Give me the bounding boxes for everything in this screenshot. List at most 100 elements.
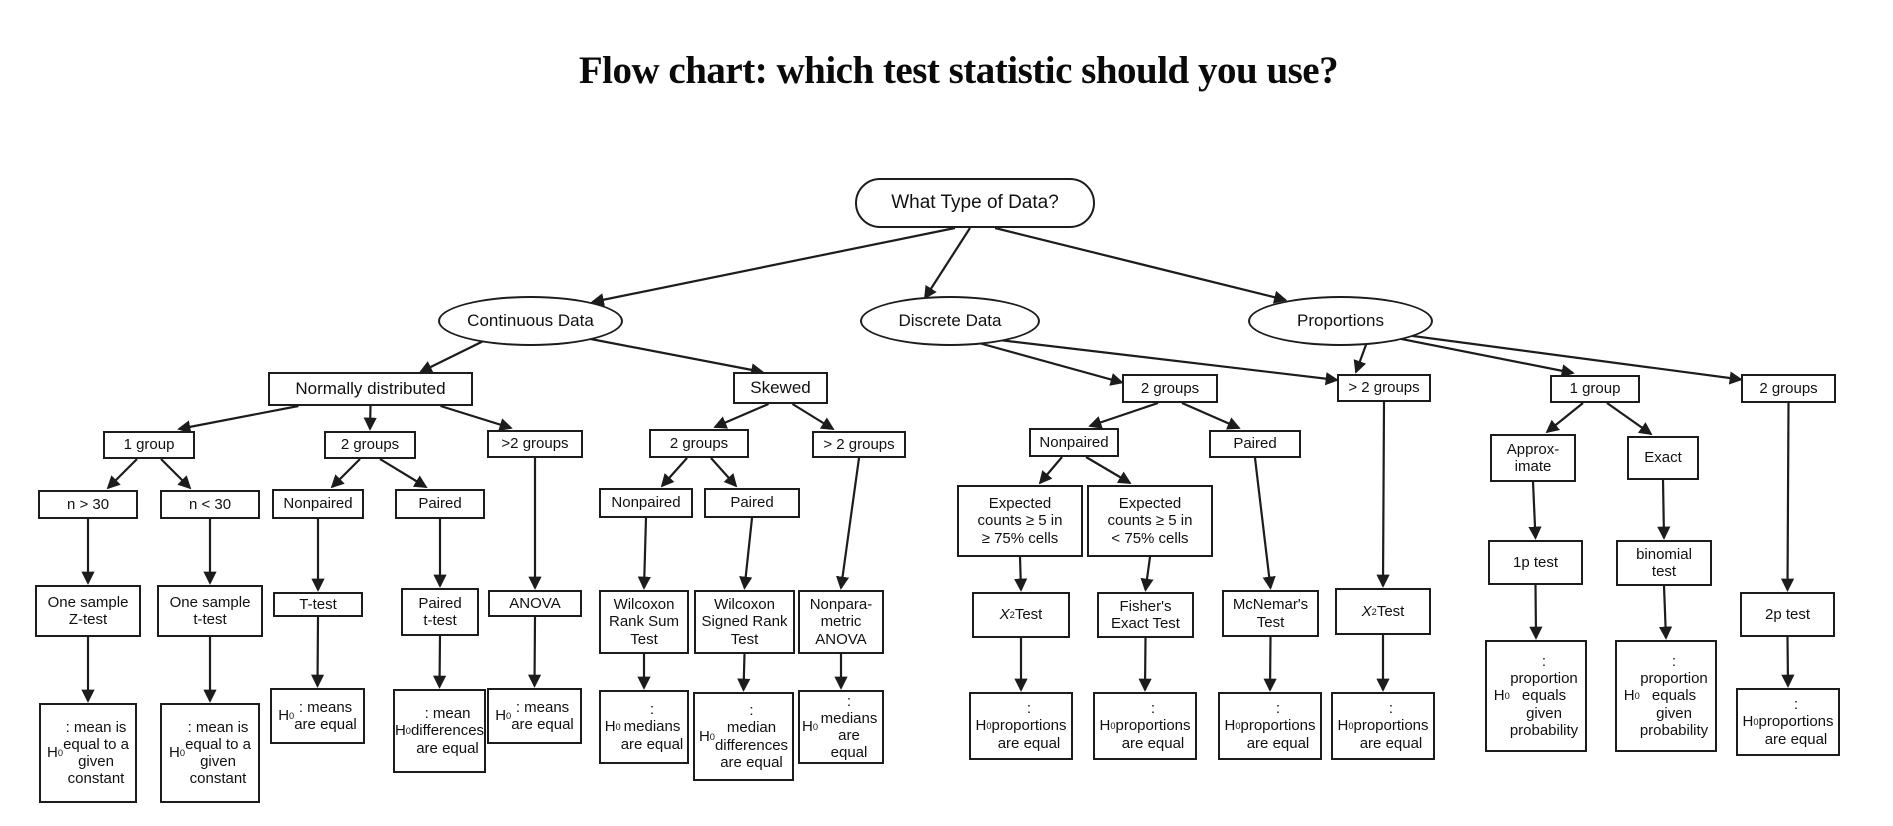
edge-skewed-to-skew-gt2-groups — [791, 403, 835, 430]
edge-anova-to-h0-means-equal-2 — [527, 616, 542, 688]
node-skewed: Skewed — [733, 372, 828, 404]
node-wilcoxon-signed-rank: Wilcoxon Signed Rank Test — [694, 590, 795, 654]
node-n-lt-30: n < 30 — [160, 490, 260, 519]
node-cont-2-groups: 2 groups — [324, 431, 416, 459]
node-disc-paired: Paired — [1209, 430, 1301, 458]
node-cont-paired: Paired — [395, 489, 485, 519]
node-one-p-test: 1p test — [1488, 540, 1583, 585]
node-fishers-exact-test: Fisher's Exact Test — [1097, 592, 1194, 638]
edge-fishers-exact-test-to-h0-proportions-equal-2 — [1138, 637, 1152, 692]
node-mcnemars-test: McNemar's Test — [1222, 590, 1319, 637]
edge-proportions-to-prop-2-groups — [1382, 330, 1743, 385]
edge-discrete-data-to-shared-gt2-groups — [973, 335, 1339, 386]
node-one-sample-z-test: One sample Z-test — [35, 585, 141, 637]
edge-skew-paired-to-wilcoxon-signed-rank — [739, 517, 754, 590]
node-paired-t-test: Paired t-test — [401, 588, 479, 636]
edge-disc-paired-to-mcnemars-test — [1253, 457, 1276, 590]
edge-skew-2-groups-to-skew-paired — [710, 457, 738, 488]
edge-what-type-of-data-to-discrete-data — [924, 227, 971, 300]
edge-cont-2-groups-to-cont-paired — [379, 458, 428, 488]
edge-continuous-data-to-skewed — [585, 336, 765, 377]
node-wilcoxon-rank-sum: Wilcoxon Rank Sum Test — [599, 590, 689, 654]
edge-prop-1-group-to-approximate — [1545, 402, 1584, 434]
edge-expected-lt75-to-fishers-exact-test — [1140, 556, 1154, 592]
node-disc-nonpaired: Nonpaired — [1029, 428, 1119, 457]
page-title: Flow chart: which test statistic should … — [578, 49, 1339, 93]
edge-normally-distributed-to-cont-gt2-groups — [440, 404, 513, 431]
edge-what-type-of-data-to-continuous-data — [590, 226, 956, 307]
node-normally-distributed: Normally distributed — [268, 372, 473, 406]
edge-one-p-test-to-h0-proportion-given-1 — [1529, 584, 1543, 640]
edge-normally-distributed-to-cont-2-groups — [363, 405, 377, 431]
edge-mcnemars-test-to-h0-proportions-equal-3 — [1263, 636, 1277, 692]
edge-disc-nonpaired-to-expected-lt75 — [1085, 456, 1132, 484]
node-cont-gt2-groups: >2 groups — [487, 430, 583, 458]
edge-cont-2-groups-to-cont-nonpaired — [330, 458, 361, 489]
edge-skew-nonpaired-to-wilcoxon-rank-sum — [637, 517, 651, 590]
node-expected-lt75: Expected counts ≥ 5 in < 75% cells — [1087, 485, 1213, 557]
edge-proportions-to-prop-1-group — [1376, 332, 1575, 378]
edge-disc-nonpaired-to-expected-ge75 — [1038, 456, 1063, 485]
edge-t-test-to-h0-means-equal-1 — [310, 616, 325, 688]
edge-skew-gt2-groups-to-nonparametric-anova — [836, 457, 861, 590]
edge-wilcoxon-signed-rank-to-h0-median-differences — [737, 653, 751, 692]
node-binomial-test: binomial test — [1616, 540, 1712, 586]
node-exact: Exact — [1627, 436, 1699, 480]
edge-binomial-test-to-h0-proportion-given-2 — [1658, 585, 1673, 640]
edge-cont-1-group-to-n-gt-30 — [106, 458, 138, 490]
edge-expected-ge75-to-chi-square-test-1 — [1014, 556, 1028, 592]
node-continuous-data: Continuous Data — [438, 296, 623, 346]
edge-skewed-to-skew-2-groups — [713, 402, 769, 429]
edge-discrete-data-to-disc-2-groups — [967, 338, 1124, 386]
node-skew-gt2-groups: > 2 groups — [812, 431, 906, 458]
edge-shared-gt2-groups-to-chi-square-test-2 — [1376, 401, 1390, 588]
edge-approximate-to-one-p-test — [1528, 481, 1542, 540]
node-t-test: T-test — [273, 592, 363, 617]
node-cont-nonpaired: Nonpaired — [272, 489, 364, 519]
edge-cont-1-group-to-n-lt-30 — [160, 458, 192, 490]
node-proportions: Proportions — [1248, 296, 1433, 346]
node-two-p-test: 2p test — [1740, 592, 1835, 637]
node-skew-paired: Paired — [704, 488, 800, 518]
edge-skew-2-groups-to-skew-nonpaired — [660, 457, 688, 488]
edge-disc-2-groups-to-disc-nonpaired — [1088, 401, 1159, 429]
node-anova: ANOVA — [488, 590, 582, 617]
edge-disc-2-groups-to-disc-paired — [1181, 401, 1241, 430]
edge-exact-to-binomial-test — [1657, 479, 1671, 540]
node-prop-1-group: 1 group — [1550, 375, 1640, 403]
edge-continuous-data-to-normally-distributed — [418, 339, 486, 373]
node-one-sample-t-test: One sample t-test — [157, 585, 263, 637]
node-shared-gt2-groups: > 2 groups — [1337, 374, 1431, 402]
node-nonparametric-anova: Nonpara- metric ANOVA — [798, 590, 884, 654]
node-skew-2-groups: 2 groups — [649, 429, 749, 458]
node-discrete-data: Discrete Data — [860, 296, 1040, 346]
edge-two-p-test-to-h0-proportions-equal-5 — [1781, 636, 1795, 688]
node-skew-nonpaired: Nonpaired — [599, 488, 693, 518]
edge-what-type-of-data-to-proportions — [994, 226, 1288, 304]
node-n-gt-30: n > 30 — [38, 490, 138, 519]
edge-prop-2-groups-to-two-p-test — [1780, 402, 1795, 592]
node-approximate: Approx- imate — [1490, 434, 1576, 482]
edge-prop-1-group-to-exact — [1606, 402, 1653, 436]
node-disc-2-groups: 2 groups — [1122, 374, 1218, 403]
node-prop-2-groups: 2 groups — [1741, 374, 1836, 403]
node-cont-1-group: 1 group — [103, 431, 195, 459]
edge-normally-distributed-to-cont-1-group — [177, 404, 299, 434]
